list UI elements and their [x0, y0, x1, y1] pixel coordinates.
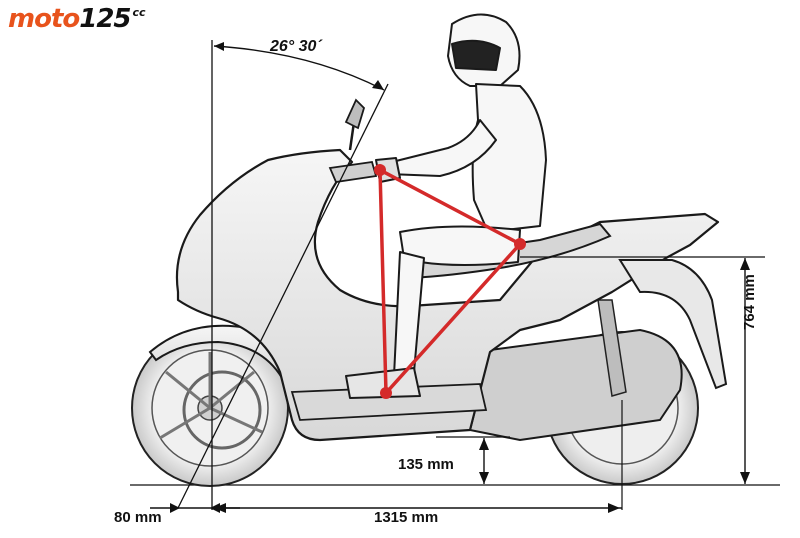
seat-height-label: 764 mm	[741, 274, 758, 330]
logo-number: 125	[79, 4, 131, 34]
rear-shock	[597, 299, 627, 397]
rider	[345, 13, 547, 399]
moto125-logo: moto 125 cc	[8, 4, 146, 36]
ground-clearance-label: 135 mm	[398, 456, 454, 473]
wheelbase-label: 1315 mm	[374, 509, 439, 526]
ergonomic-triangle	[374, 164, 526, 399]
angle-arc	[213, 45, 385, 91]
logo-suffix: cc	[132, 6, 146, 19]
scooter-body	[175, 148, 720, 442]
rear-tail	[618, 259, 728, 390]
front-offset-label: 80 mm	[114, 509, 162, 526]
footpeg-point	[380, 387, 392, 399]
engine-unit	[468, 328, 683, 442]
handlebar	[328, 98, 378, 183]
steering-axis-line	[177, 83, 389, 509]
logo-brand: moto	[8, 4, 80, 34]
seat-point	[514, 238, 526, 250]
handlebar-point	[374, 164, 386, 176]
lean-angle-label: 26° 30´	[270, 38, 322, 55]
